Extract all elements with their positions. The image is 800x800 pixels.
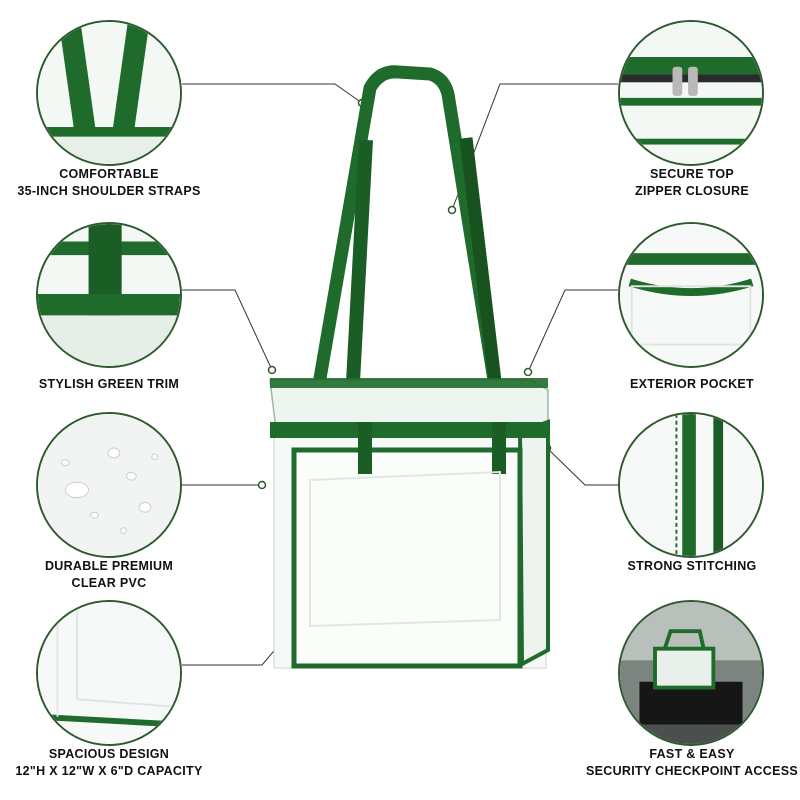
security-checkpoint-closeup — [618, 600, 764, 746]
feature-line: COMFORTABLE — [59, 167, 159, 181]
feature-line: 12"H X 12"W X 6"D CAPACITY — [15, 764, 203, 778]
green-trim-closeup-icon — [38, 224, 180, 366]
clear-tote-bag-image — [269, 65, 550, 669]
feature-label-trim: STYLISH GREEN TRIM — [0, 376, 229, 393]
water-droplets-icon — [38, 414, 180, 556]
feature-line: FAST & EASY — [649, 747, 735, 761]
security-tray-icon — [620, 602, 762, 744]
feature-line: STRONG STITCHING — [627, 559, 757, 573]
feature-line: SECURITY CHECKPOINT ACCESS — [586, 764, 798, 778]
feature-line: DURABLE PREMIUM — [44, 559, 174, 573]
feature-line: ZIPPER CLOSURE — [635, 184, 749, 198]
strap-closeup-icon — [38, 22, 180, 164]
exterior-pocket-icon — [620, 224, 762, 366]
strap-closeup — [36, 20, 182, 166]
feature-label-pocket: EXTERIOR POCKET — [572, 376, 800, 393]
feature-label-security: FAST & EASY SECURITY CHECKPOINT ACCESS — [572, 746, 800, 780]
stitching-closeup — [618, 412, 764, 558]
feature-line: STYLISH GREEN TRIM — [38, 377, 180, 391]
bag-corner-icon — [38, 602, 180, 744]
feature-label-stitching: STRONG STITCHING — [572, 558, 800, 575]
zipper-icon — [620, 22, 762, 164]
feature-label-straps: COMFORTABLE 35-INCH SHOULDER STRAPS — [0, 166, 229, 200]
feature-line: CLEAR PVC — [71, 576, 147, 590]
exterior-pocket-closeup — [618, 222, 764, 368]
feature-label-capacity: SPACIOUS DESIGN 12"H X 12"W X 6"D CAPACI… — [0, 746, 229, 780]
feature-line: SECURE TOP — [649, 167, 735, 181]
feature-line: EXTERIOR POCKET — [630, 377, 754, 391]
bag-corner-closeup — [36, 600, 182, 746]
green-trim-closeup — [36, 222, 182, 368]
zipper-closeup — [618, 20, 764, 166]
feature-line: 35-INCH SHOULDER STRAPS — [17, 184, 201, 198]
stitching-closeup-icon — [620, 414, 762, 556]
clear-pvc-closeup — [36, 412, 182, 558]
feature-line: SPACIOUS DESIGN — [48, 747, 170, 761]
feature-label-zipper: SECURE TOP ZIPPER CLOSURE — [572, 166, 800, 200]
feature-label-pvc: DURABLE PREMIUM CLEAR PVC — [0, 558, 229, 592]
